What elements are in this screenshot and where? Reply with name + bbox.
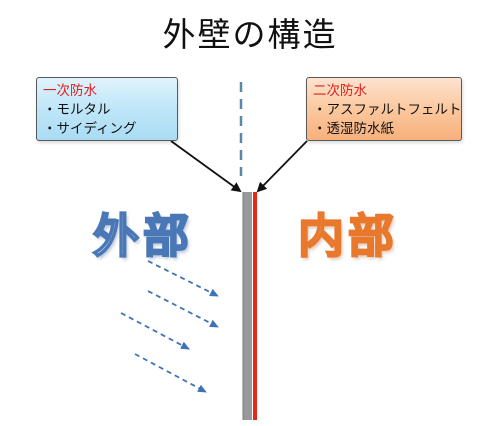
- secondary-item-asphalt-felt: ・アスファルトフェルト: [313, 102, 462, 118]
- rain-arrow: [147, 290, 219, 328]
- waterproof-membrane: [253, 192, 257, 420]
- primary-heading: 一次防水: [43, 83, 97, 99]
- primary-waterproofing-callout: 一次防水 ・モルタル ・サイディング: [36, 77, 178, 141]
- exterior-wall: [243, 192, 252, 420]
- primary-item-siding: ・サイディング: [43, 121, 137, 137]
- rain-arrows: [120, 260, 219, 393]
- rain-arrow: [134, 353, 207, 393]
- rain-arrow: [120, 312, 190, 350]
- secondary-pointer-arrow: [256, 140, 308, 193]
- diagram-title: 外壁の構造: [162, 15, 338, 54]
- secondary-heading: 二次防水: [313, 83, 367, 99]
- secondary-waterproofing-callout: 二次防水 ・アスファルトフェルト ・透湿防水紙: [306, 77, 462, 141]
- outside-label: 外部: [92, 208, 193, 264]
- inside-label: 内部: [297, 208, 398, 264]
- primary-item-mortar: ・モルタル: [43, 102, 111, 118]
- primary-pointer-arrow: [170, 140, 242, 193]
- secondary-item-breathable-membrane: ・透湿防水紙: [313, 121, 394, 137]
- rain-arrow: [147, 260, 219, 297]
